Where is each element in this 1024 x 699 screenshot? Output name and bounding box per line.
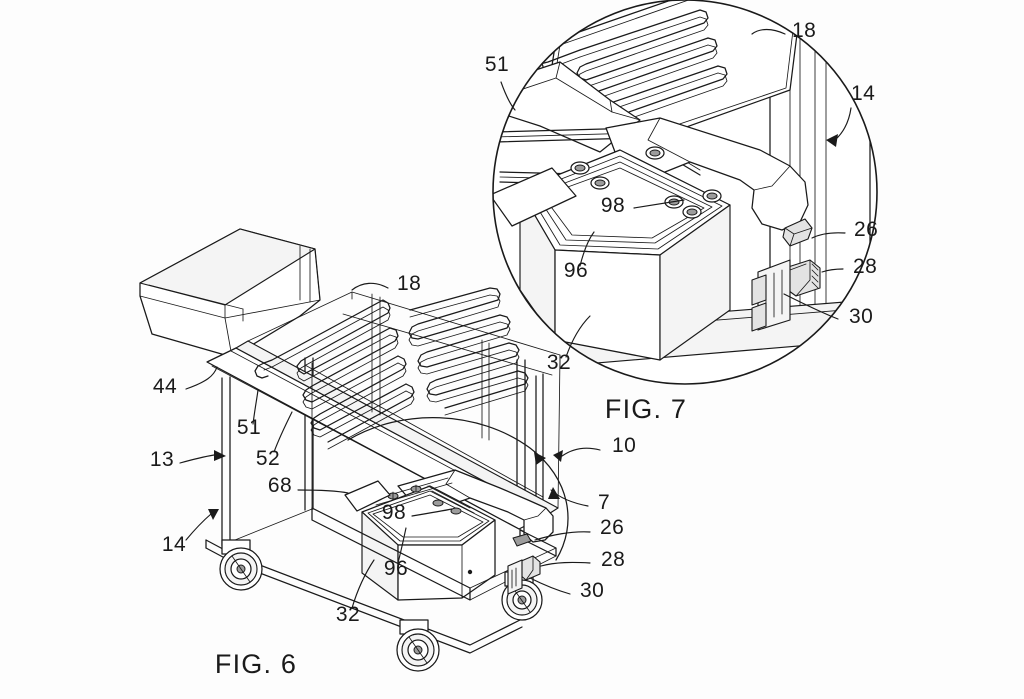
coil-bank-lower xyxy=(408,287,529,416)
figure-7-content xyxy=(493,0,877,384)
ref-numeral: 10 xyxy=(612,434,636,457)
ref-numeral: 52 xyxy=(256,447,280,470)
ref-numeral: 28 xyxy=(853,255,877,278)
detail-circle-boundary xyxy=(492,0,878,385)
leader-lines-fig6 xyxy=(179,282,601,609)
ref-numeral: 14 xyxy=(851,82,875,105)
condenser-coil xyxy=(254,287,529,450)
ref-numeral: 98 xyxy=(382,501,406,524)
connector-receptacle xyxy=(784,259,821,297)
connector-plug xyxy=(512,533,532,547)
ref-numeral: 96 xyxy=(384,557,408,580)
caster-wheels xyxy=(219,539,543,672)
caster-front xyxy=(396,619,440,672)
ref-numeral: 14 xyxy=(162,533,186,556)
ref-numeral: 32 xyxy=(547,351,571,374)
connector-plug xyxy=(782,218,813,247)
coil-bank-upper xyxy=(254,299,415,450)
reference-numerals-fig7: 18 51 14 98 96 26 28 30 32 xyxy=(485,19,878,374)
control-module xyxy=(507,559,523,595)
ref-numeral: 44 xyxy=(153,375,177,398)
ref-numeral: 68 xyxy=(268,474,292,497)
mounting-bracket xyxy=(493,167,577,227)
figure-caption-6: FIG. 6 xyxy=(215,649,297,679)
connector-cluster-fig7 xyxy=(751,218,821,332)
ref-numeral: 18 xyxy=(792,19,816,42)
ref-numeral: 30 xyxy=(580,579,604,602)
figure-7: 18 51 14 98 96 26 28 30 32 FIG. 7 xyxy=(485,0,878,424)
ref-numeral: 32 xyxy=(336,603,360,626)
figure-caption-7: FIG. 7 xyxy=(605,394,687,424)
ref-numeral: 51 xyxy=(237,416,261,439)
ref-numeral: 26 xyxy=(600,516,624,539)
reference-numerals-fig6: 18 44 13 51 52 68 14 98 96 32 10 7 26 28… xyxy=(150,272,636,626)
leader-lines-fig7 xyxy=(500,28,852,358)
ref-numeral: 98 xyxy=(601,194,625,217)
mounting-bracket xyxy=(344,480,391,512)
ref-numeral: 51 xyxy=(485,53,509,76)
housing-box xyxy=(344,477,496,601)
ref-numeral: 26 xyxy=(854,218,878,241)
connector-cluster-fig6 xyxy=(507,533,541,595)
fastener-hardware xyxy=(371,477,475,515)
fastener-hardware xyxy=(570,146,722,219)
tray-shelf xyxy=(139,228,321,358)
ref-numeral: 18 xyxy=(397,272,421,295)
ref-numeral: 13 xyxy=(150,448,174,471)
ref-numeral: 7 xyxy=(598,491,610,514)
ref-numeral: 96 xyxy=(564,259,588,282)
deck-frame xyxy=(247,291,561,509)
figure-6: 18 44 13 51 52 68 14 98 96 32 10 7 26 28… xyxy=(139,228,636,679)
ref-numeral: 30 xyxy=(849,305,873,328)
caster-left xyxy=(219,539,263,591)
control-module xyxy=(751,259,791,332)
ref-numeral: 28 xyxy=(601,548,625,571)
